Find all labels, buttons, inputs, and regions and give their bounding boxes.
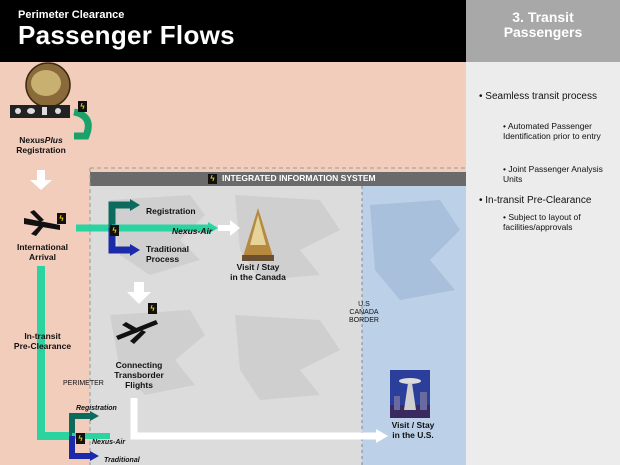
in-transit-line1: In-transit: [24, 331, 61, 341]
traditional-process-label: Traditional Process: [146, 244, 189, 264]
arrowhead: [90, 451, 99, 461]
bullet-seamless: • Seamless transit process: [479, 91, 597, 102]
down-arrow: [127, 282, 151, 304]
lightning-icon: ϟ: [148, 303, 157, 314]
arrowhead: [90, 411, 99, 421]
arrival-line2: Arrival: [29, 252, 56, 262]
map-shape: [370, 200, 460, 300]
sub-bullet-layout: • Subject to layout of facilities/approv…: [503, 212, 581, 232]
lightning-icon: ϟ: [110, 225, 119, 236]
sub-bullet-text: Joint Passenger Analysis Units: [503, 164, 603, 184]
border-line2: CANADA: [349, 309, 379, 316]
nexus-brand: Nexus: [19, 135, 45, 145]
bullet-in-transit: • In-transit Pre-Clearance: [479, 195, 592, 206]
biometric-icons: [15, 107, 61, 115]
traditional-line1: Traditional: [146, 244, 189, 254]
international-arrival-label: International Arrival: [10, 242, 75, 262]
small-traditional-label: Traditional: [104, 457, 140, 464]
return-arrow: [73, 108, 92, 140]
registration-branch: [108, 201, 132, 228]
lightning-icon: ϟ: [57, 213, 66, 224]
sub-bullet-identification: • Automated Passenger Identification pri…: [503, 121, 601, 141]
title-bar: Perimeter Clearance Passenger Flows: [0, 0, 466, 62]
side-heading-line2: Passengers: [503, 24, 583, 40]
in-transit-line2: Pre-Clearance: [13, 341, 72, 351]
side-panel: [466, 62, 620, 465]
lightning-icon: ϟ: [208, 174, 217, 184]
perimeter-label: PERIMETER: [63, 380, 104, 387]
nexus-air-label: Nexus-Air: [172, 226, 213, 236]
lightning-icon: ϟ: [76, 433, 85, 444]
border-line1: U.S: [358, 301, 370, 308]
white-arrow: [218, 220, 240, 236]
visit-us-line2: in the U.S.: [392, 430, 434, 440]
visit-us-label: Visit / Stay in the U.S.: [380, 420, 446, 440]
arrival-line1: International: [16, 242, 68, 252]
nexus-registration-label: NexusPlus Registration: [16, 135, 66, 155]
registration-label: Registration: [146, 206, 196, 216]
border-line3: BORDER: [349, 317, 379, 324]
arrowhead: [376, 429, 388, 443]
nexus-plus: Plus: [44, 135, 63, 145]
arrowhead: [208, 222, 218, 234]
lightning-icon: ϟ: [78, 101, 87, 112]
sub-bullet-text: Automated Passenger Identification prior…: [503, 121, 601, 141]
parliament-image: [242, 208, 274, 261]
map-shape: [235, 315, 340, 400]
in-transit-label: In-transit Pre-Clearance: [5, 331, 80, 351]
nexus-registration-line2: Registration: [16, 145, 66, 155]
plane-arrival-icon: [24, 210, 60, 236]
bullet-text: Seamless transit process: [485, 91, 597, 102]
map-shape: [110, 195, 205, 275]
sub-bullet-text: Subject to layout of facilities/approval…: [503, 212, 581, 232]
connecting-line1: Connecting: [115, 360, 163, 370]
integrated-system-bar: ϟ INTEGRATED INFORMATION SYSTEM: [90, 172, 466, 186]
traditional-line2: Process: [146, 254, 180, 264]
bullet-text: In-transit Pre-Clearance: [485, 195, 592, 206]
slide-title: Passenger Flows: [18, 20, 235, 50]
small-registration-label: Registration: [76, 405, 117, 412]
arrowhead: [130, 244, 140, 256]
connecting-line2: Transborder: [114, 370, 164, 380]
border-label: U.S CANADA BORDER: [344, 301, 384, 325]
arrowhead: [130, 199, 140, 211]
small-nexus-air-label: Nexus-Air: [92, 439, 126, 446]
down-arrow: [30, 170, 52, 190]
visit-canada-line1: Visit / Stay: [236, 262, 280, 272]
sub-bullet-analysis-units: • Joint Passenger Analysis Units: [503, 164, 603, 184]
visit-canada-label: Visit / Stay in the Canada: [222, 262, 294, 282]
side-heading-line1: 3. Transit: [512, 9, 574, 25]
visit-us-line1: Visit / Stay: [391, 420, 435, 430]
seattle-image: [390, 370, 430, 418]
transborder-flow: [130, 398, 378, 440]
in-transit-flow: [37, 266, 72, 440]
slide-subtitle: Perimeter Clearance: [18, 9, 125, 21]
small-registration-branch: [69, 413, 92, 436]
side-panel-heading: 3. Transit Passengers: [466, 0, 620, 62]
plane-connecting-icon: [116, 320, 158, 344]
visit-canada-line2: in the Canada: [230, 272, 286, 282]
connecting-flights-label: Connecting Transborder Flights: [104, 360, 174, 390]
globe-icon: [25, 62, 71, 108]
integrated-system-label: INTEGRATED INFORMATION SYSTEM: [222, 173, 376, 183]
connecting-line3: Flights: [125, 380, 153, 390]
small-traditional-branch: [69, 436, 92, 459]
biometrics-strip: [10, 105, 70, 118]
